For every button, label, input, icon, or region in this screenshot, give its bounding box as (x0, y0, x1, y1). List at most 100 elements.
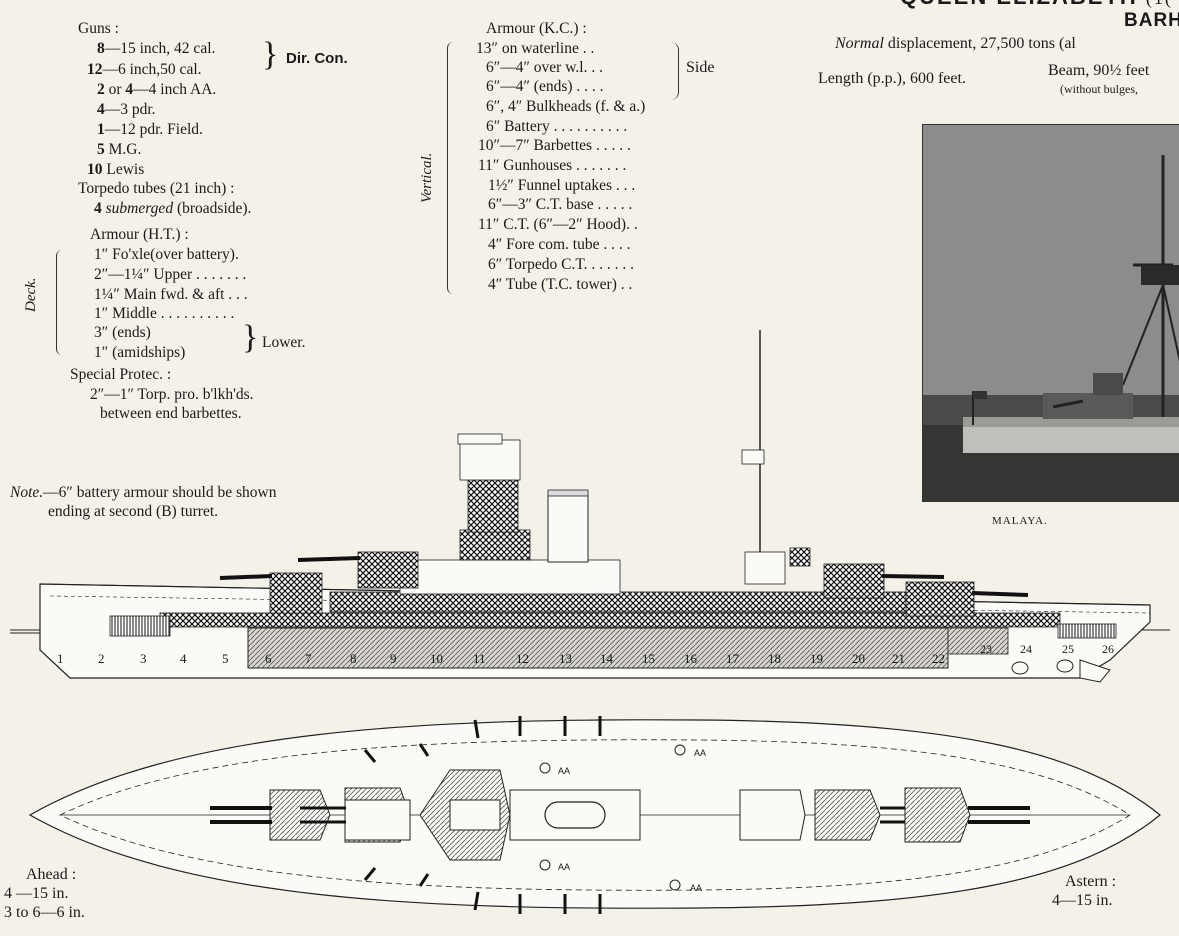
section-number: 21 (892, 651, 905, 666)
section-number: 15 (642, 651, 655, 666)
armour-ht-heading: Armour (H.T.) : (90, 226, 189, 243)
lower-label: Lower. (262, 334, 306, 351)
length-line: Length (p.p.), 600 feet. (818, 70, 966, 87)
side-bracket (668, 42, 679, 100)
section-number: 20 (852, 651, 865, 666)
guns-heading: Guns : (78, 20, 119, 37)
turret-y (905, 581, 1029, 617)
deck-label: Deck. (23, 277, 39, 312)
armour-kc-line-1: 13″ on waterline . . (476, 40, 595, 57)
plan-funnel (544, 801, 606, 829)
section-number: 10 (430, 651, 443, 666)
astern-line-1: 4—15 in. (1052, 892, 1113, 909)
armour-ht-line-3: 1¼″ Main fwd. & aft . . . (94, 286, 248, 303)
armour-kc-line-12: 6″ Torpedo C.T. . . . . . . (488, 256, 635, 273)
vertical-label: Vertical. (419, 152, 435, 203)
section-number: 25 (1062, 642, 1074, 656)
special-protec-line-2: between end barbettes. (100, 405, 242, 422)
section-number: 4 (180, 651, 187, 666)
displacement-line: Normal displacement, 27,500 tons (al (835, 35, 1076, 52)
turret-b (297, 551, 419, 589)
ship-plan-drawing (28, 716, 1161, 914)
ship-profile-drawing (10, 330, 1170, 683)
armour-ht-line-2: 2″—1¼″ Upper . . . . . . . (94, 266, 247, 283)
page-title: QUEEN ELIZABETH (1( (900, 0, 1173, 8)
aa-label: AA (558, 862, 571, 872)
armour-ht-line-1: 1″ Fo'xle(over battery). (94, 246, 239, 263)
note-line-1: Note.—6″ battery armour should be shown (10, 484, 277, 501)
armour-ht-line-4: 1″ Middle . . . . . . . . . . (94, 305, 235, 322)
section-number: 17 (726, 651, 739, 666)
gun-line-7: 10 Lewis (87, 161, 145, 178)
plan-aa-mounts (539, 744, 686, 891)
vertical-bracket (447, 42, 454, 294)
plan-secondary-guns (363, 716, 602, 914)
bridge-tower (467, 479, 519, 533)
ship-photo (922, 124, 1179, 502)
section-number: 26 (1102, 642, 1114, 656)
section-number: 24 (1020, 642, 1032, 656)
gun-line-1: 8—15 inch, 42 cal. (97, 40, 216, 57)
section-number: 8 (350, 651, 357, 666)
section-number: 11 (473, 651, 486, 666)
section-number: 23 (980, 642, 992, 656)
aa-label: AA (690, 883, 703, 893)
armour-ht-line-5: 3″ (ends) (94, 324, 151, 341)
main-belt (247, 627, 949, 669)
beam-line: Beam, 90½ feet (1048, 62, 1150, 79)
armour-kc-line-4: 6″, 4″ Bulkheads (f. & a.) (486, 98, 646, 115)
armour-kc-line-10: 11″ C.T. (6″—2″ Hood). . (478, 216, 638, 233)
gun-line-5: 1—12 pdr. Field. (97, 121, 203, 138)
section-number: 7 (305, 651, 312, 666)
section-number: 9 (390, 651, 397, 666)
plan-turret-a (210, 789, 331, 841)
special-protec-heading: Special Protec. : (70, 366, 172, 383)
armour-kc-line-6: 10″—7″ Barbettes . . . . . (478, 137, 631, 154)
turret-x (823, 563, 945, 599)
section-number: 12 (516, 651, 529, 666)
section-number: 6 (265, 651, 272, 666)
gun-line-2: 12—6 inch,50 cal. (87, 61, 202, 78)
armour-ht-line-6: 1″ (amidships) (94, 344, 186, 361)
armour-kc-heading: Armour (K.C.) : (486, 20, 587, 37)
armour-kc-line-9: 6″—3″ C.T. base . . . . . (488, 196, 633, 213)
turret-a (219, 572, 323, 614)
gun-line-6: 5 M.G. (97, 141, 142, 158)
photo-caption: MALAYA. (992, 515, 1048, 527)
section-number: 18 (768, 651, 781, 666)
aa-label: AA (558, 766, 571, 776)
torpedo-heading: Torpedo tubes (21 inch) : (78, 180, 235, 197)
section-number: 1 (57, 651, 64, 666)
dir-con-label: Dir. Con. (286, 50, 348, 67)
section-number: 2 (98, 651, 105, 666)
ship-photo-image (923, 125, 1179, 501)
ahead-line-2: 3 to 6—6 in. (4, 904, 85, 921)
ahead-heading: Ahead : (26, 866, 77, 883)
page-subtitle: BARH (1124, 10, 1179, 31)
funnel (547, 493, 589, 563)
note-line-2: ending at second (B) turret. (48, 503, 219, 520)
torpedo-line: 4 submerged (broadside). (94, 200, 252, 217)
bow-casing (109, 615, 171, 637)
side-label: Side (686, 59, 715, 76)
armour-kc-line-13: 4″ Tube (T.C. tower) . . (488, 276, 633, 293)
section-number: 5 (222, 651, 229, 666)
plan-turret-y (904, 787, 1030, 843)
astern-heading: Astern : (1065, 873, 1117, 890)
armour-kc-line-8: 1½″ Funnel uptakes . . . (488, 177, 636, 194)
armour-kc-line-2: 6″—4″ over w.l. . . (486, 59, 603, 76)
stern-casing (1057, 623, 1117, 639)
section-number: 13 (559, 651, 572, 666)
hull-section-labels: 1 2 3 4 5 6 7 8 9 10 11 12 13 14 15 16 1… (0, 642, 1179, 670)
beam-note: (without bulges, (1060, 82, 1138, 96)
section-number: 19 (810, 651, 823, 666)
gun-line-3: 2 or 4—4 inch AA. (97, 81, 217, 98)
armour-kc-line-11: 4″ Fore com. tube . . . . (488, 236, 631, 253)
lower-brace: } (242, 319, 259, 356)
section-number: 14 (600, 651, 613, 666)
title-suffix: (1( (1146, 0, 1173, 8)
armour-kc-line-5: 6″ Battery . . . . . . . . . . (486, 118, 628, 135)
section-number: 3 (140, 651, 147, 666)
section-number: 22 (932, 651, 945, 666)
ahead-line-1: 4 —15 in. (4, 885, 69, 902)
